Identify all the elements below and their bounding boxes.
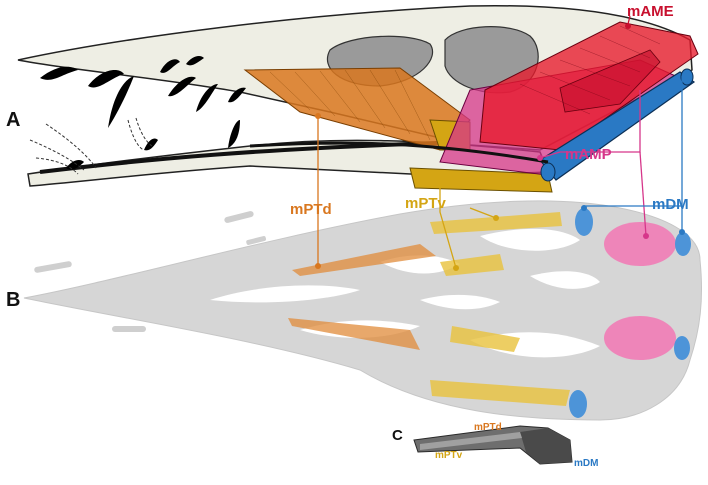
muscle-mamp-b1 — [604, 222, 676, 266]
dot-mamp-b — [643, 233, 649, 239]
jaw-line-posterior — [249, 141, 549, 164]
muscle-mdm-b1 — [575, 208, 593, 236]
leader-mamp — [539, 90, 641, 159]
ct-skull-outline — [23, 200, 703, 421]
leader-mame — [627, 15, 631, 25]
label-mamp: mAMP — [565, 146, 612, 163]
label-mptv: mPTv — [405, 195, 447, 212]
muscle-mdm-b2 — [675, 232, 691, 256]
dot-mptv-b2 — [493, 215, 499, 221]
label-mptd: mPTd — [290, 201, 332, 218]
specimen-condyle — [520, 428, 572, 464]
mptd-fibres — [269, 69, 431, 141]
ct-fragments — [34, 211, 267, 332]
dot-mame — [625, 23, 631, 29]
muscle-mptd-b1 — [292, 244, 436, 276]
leader-mptv-2 — [469, 207, 497, 219]
muscle-mamp-b2 — [604, 316, 676, 360]
mame-inner — [559, 49, 661, 113]
upper-teeth — [40, 56, 246, 128]
panel-c-specimen — [413, 425, 573, 465]
dot-mdm-b2 — [679, 229, 685, 235]
panel-label-c: C — [392, 427, 403, 444]
muscle-mdm-b4 — [569, 390, 587, 418]
mdm-end-a — [540, 162, 556, 182]
leader-lines — [315, 15, 685, 271]
label-mdm: mDM — [652, 196, 689, 213]
muscle-mptd-b2 — [288, 318, 420, 350]
inset-label-mdm: mDM — [574, 458, 598, 469]
panel-a-skull — [17, 4, 699, 193]
specimen-shade — [420, 432, 522, 450]
label-mame: mAME — [627, 3, 674, 20]
dashed-teeth — [29, 117, 153, 175]
dot-mamp-a — [537, 155, 543, 161]
dot-mdm-b1 — [581, 205, 587, 211]
muscle-mptv-b — [430, 212, 570, 406]
lower-teeth — [66, 120, 240, 170]
leader-mamp-2 — [639, 151, 647, 237]
dot-mptv-b1 — [453, 265, 459, 271]
panel-b-skull — [23, 200, 703, 421]
panel-label-b: B — [6, 289, 20, 311]
mdm-end-b — [680, 68, 694, 86]
inset-label-mptv: mPTv — [435, 450, 463, 461]
muscle-mptv-a — [409, 167, 553, 193]
panel-label-a: A — [6, 109, 20, 131]
muscle-mdm-b3 — [674, 336, 690, 360]
dot-mptd-b — [315, 263, 321, 269]
leader-mptv — [439, 188, 457, 269]
inset-label-mptd: mPTd — [474, 422, 502, 433]
dot-mptd-a — [315, 113, 321, 119]
mame-fibres — [519, 25, 661, 115]
